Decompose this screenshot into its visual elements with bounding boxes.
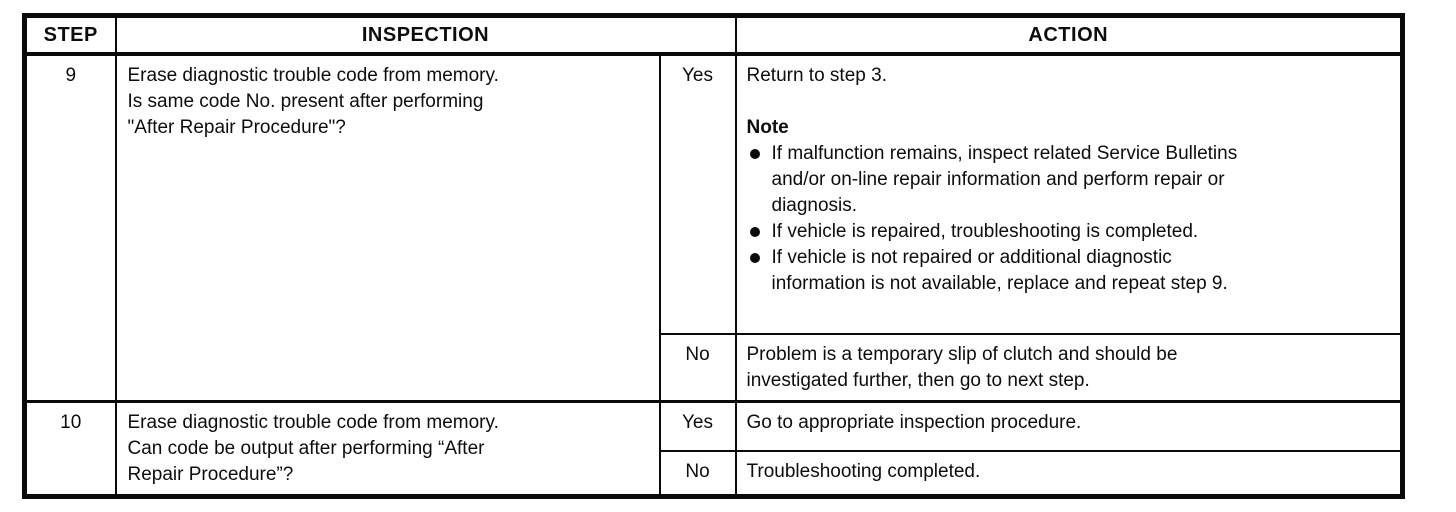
bullet-icon bbox=[749, 149, 760, 159]
header-inspection: INSPECTION bbox=[114, 14, 737, 56]
step-10-yes-action: Go to appropriate inspection procedure. bbox=[734, 400, 1404, 453]
step-9-yes-action: Return to step 3. Note If malfunction re… bbox=[734, 53, 1404, 335]
step-9-answer-no: No bbox=[658, 333, 737, 403]
step-9-inspection-text: Erase diagnostic trouble code from memor… bbox=[114, 53, 661, 403]
note-label: Note bbox=[746, 117, 789, 138]
note-bullet-text: If malfunction remains, inspect related … bbox=[771, 143, 1238, 216]
note-bullet-list: If malfunction remains, inspect related … bbox=[747, 141, 1393, 297]
action-intro-text: Return to step 3. bbox=[746, 65, 887, 86]
step-10-inspection-text: Erase diagnostic trouble code from memor… bbox=[114, 400, 661, 498]
note-bullet-item: If vehicle is not repaired or additional… bbox=[747, 245, 1393, 297]
step-10-number: 10 bbox=[23, 400, 117, 498]
step-10-no-action: Troubleshooting completed. bbox=[734, 450, 1404, 498]
step-9-answer-yes: Yes bbox=[658, 53, 737, 335]
table-row-step-9-yes: 9 Erase diagnostic trouble code from mem… bbox=[23, 53, 1404, 403]
step-9-number: 9 bbox=[23, 53, 117, 403]
note-bullet-item: If vehicle is repaired, troubleshooting … bbox=[747, 219, 1393, 245]
note-bullet-item: If malfunction remains, inspect related … bbox=[747, 141, 1393, 219]
table-row-step-9-no: No Problem is a temporary slip of clutch… bbox=[25, 333, 1404, 403]
note-bullet-text: If vehicle is not repaired or additional… bbox=[771, 247, 1228, 294]
troubleshooting-table: STEP INSPECTION ACTION 9 Erase diagnosti… bbox=[22, 13, 1405, 499]
header-action: ACTION bbox=[734, 14, 1404, 56]
header-step: STEP bbox=[23, 14, 117, 56]
table-row-step-10-no: No Troubleshooting completed. bbox=[25, 450, 1404, 498]
bullet-icon bbox=[749, 227, 760, 237]
note-bullet-text: If vehicle is repaired, troubleshooting … bbox=[771, 221, 1199, 242]
table-row-step-10-yes: 10 Erase diagnostic trouble code from me… bbox=[23, 400, 1404, 498]
table-header-row: STEP INSPECTION ACTION bbox=[23, 14, 1404, 56]
step-9-no-action: Problem is a temporary slip of clutch an… bbox=[734, 333, 1404, 403]
step-10-answer-no: No bbox=[658, 450, 737, 498]
bullet-icon bbox=[749, 253, 760, 263]
step-10-answer-yes: Yes bbox=[658, 400, 737, 453]
